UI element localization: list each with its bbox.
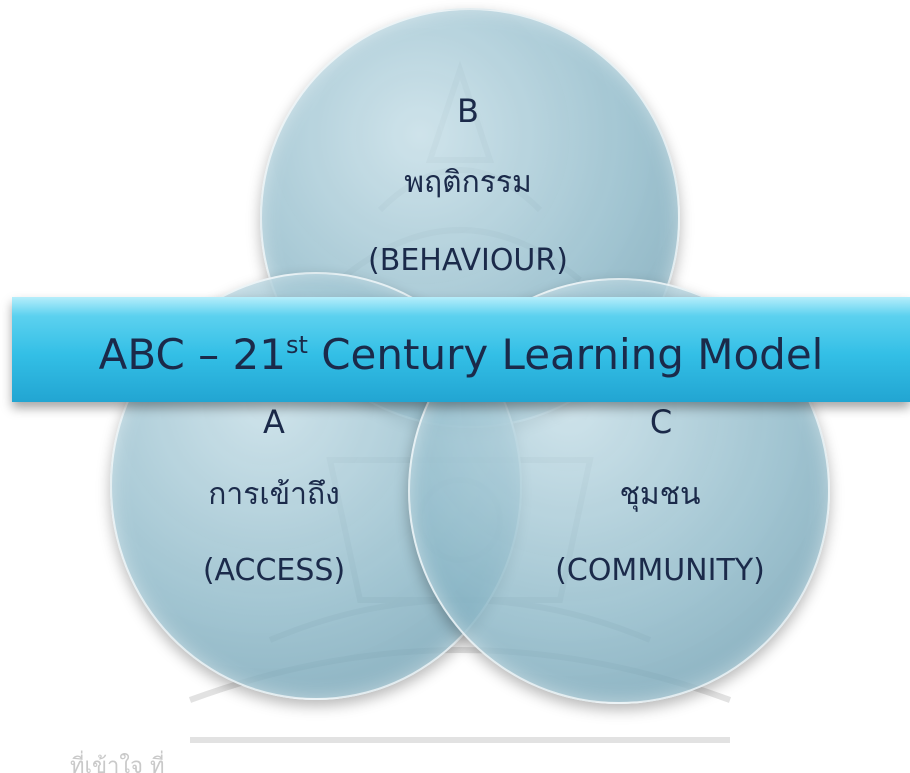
circle-a-english-label: (ACCESS): [202, 553, 346, 588]
banner-title-part: ABC – 21: [98, 330, 286, 379]
circle-a-letter: A: [263, 403, 285, 441]
banner-title-rest: Century Learning Model: [307, 330, 824, 379]
bottom-cutoff-text: ที่เข้าใจ ที่: [70, 754, 165, 773]
circle-c-english-label: (COMMUNITY): [555, 553, 765, 588]
circle-b-english-label: (BEHAVIOUR): [368, 243, 568, 278]
circle-b-letter: B: [457, 92, 479, 130]
title-banner: ABC – 21st Century Learning Model: [12, 297, 910, 402]
circle-c-letter: C: [649, 403, 673, 441]
banner-title: ABC – 21st Century Learning Model: [12, 330, 910, 379]
circle-a-thai-label: การเข้าถึง: [208, 477, 340, 512]
circle-c-thai-label: ชุมชน: [619, 477, 701, 512]
banner-title-superscript: st: [285, 331, 308, 359]
circle-b-thai-label: พฤติกรรม: [404, 165, 532, 200]
